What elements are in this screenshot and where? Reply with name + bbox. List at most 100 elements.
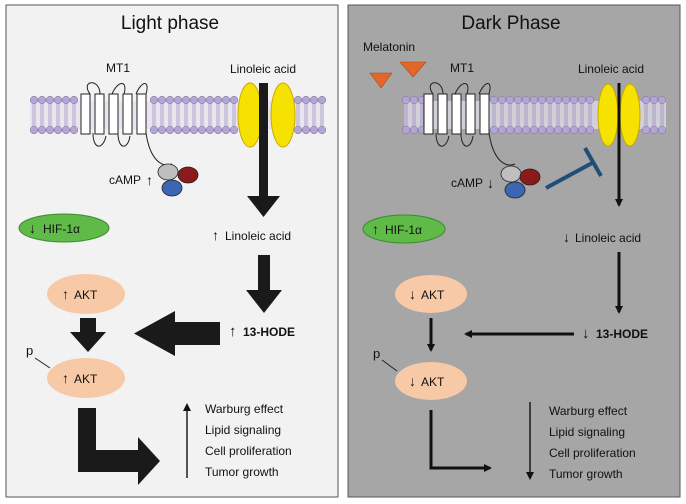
lipid-head bbox=[561, 125, 571, 135]
lipid-head bbox=[197, 95, 207, 105]
lipid-tail bbox=[72, 104, 76, 126]
light-hif-oval bbox=[18, 213, 110, 243]
lipid-tail bbox=[224, 104, 228, 126]
dark-transporter-icon bbox=[597, 83, 641, 147]
dark-effect-item: Lipid signaling bbox=[549, 425, 625, 439]
light-linoleic-to-hode-arrow bbox=[246, 255, 282, 313]
lipid-tail bbox=[572, 104, 576, 126]
light-akt-arrow: ↑ bbox=[62, 286, 69, 302]
lipid-head bbox=[149, 125, 159, 135]
lipid-head bbox=[37, 95, 47, 105]
lipid-head bbox=[157, 95, 167, 105]
lipid-head bbox=[569, 95, 579, 105]
lipid-head bbox=[221, 125, 231, 135]
light-pakt-label: AKT bbox=[74, 372, 98, 386]
dark-effect-item: Warburg effect bbox=[549, 404, 628, 418]
lipid-head bbox=[641, 95, 651, 105]
lipid-head bbox=[173, 125, 183, 135]
light-pakt-to-effects-arrow bbox=[78, 408, 160, 485]
dark-linoleic-arrow: ↓ bbox=[563, 229, 570, 245]
lipid-tail bbox=[564, 104, 568, 126]
light-hif-label: HIF-1α bbox=[43, 222, 80, 236]
light-phospho-label: p bbox=[26, 343, 33, 358]
dark-effect-item: Cell proliferation bbox=[549, 446, 636, 460]
lipid-tail bbox=[312, 104, 316, 126]
lipid-head bbox=[213, 95, 223, 105]
dark-akt-arrow: ↓ bbox=[409, 286, 416, 302]
lipid-head bbox=[657, 125, 667, 135]
lipid-bilayer-heads bbox=[29, 95, 327, 135]
lipid-head bbox=[545, 95, 555, 105]
lipid-head bbox=[649, 95, 659, 105]
lipid-head bbox=[213, 125, 223, 135]
light-akt-to-pakt-arrow bbox=[70, 318, 106, 352]
lipid-tail bbox=[580, 104, 584, 126]
lipid-head bbox=[69, 125, 79, 135]
lipid-tail bbox=[176, 104, 180, 126]
lipid-tail bbox=[192, 104, 196, 126]
dark-hif-arrow: ↑ bbox=[372, 221, 379, 237]
dark-panel-frame bbox=[347, 4, 681, 498]
lipid-tail bbox=[556, 104, 560, 126]
dark-hif-label: HIF-1α bbox=[385, 223, 422, 237]
lipid-tail bbox=[652, 104, 656, 126]
lipid-head bbox=[537, 125, 547, 135]
lipid-head bbox=[401, 125, 411, 135]
lipid-head bbox=[513, 125, 523, 135]
dark-pakt-to-effects-arrow bbox=[429, 410, 492, 472]
lipid-head bbox=[505, 95, 515, 105]
lipid-tail bbox=[56, 104, 60, 126]
lipid-tail bbox=[412, 104, 416, 126]
light-panel-title: Light phase bbox=[121, 13, 219, 34]
mt1-receptor-icon bbox=[80, 82, 173, 166]
lipid-head bbox=[569, 125, 579, 135]
light-linoleic-arrow: ↑ bbox=[212, 227, 219, 243]
light-camp-label: cAMP bbox=[109, 173, 141, 187]
lipid-head bbox=[657, 95, 667, 105]
lipid-tail bbox=[320, 104, 324, 126]
light-phospho-line bbox=[34, 357, 51, 369]
melatonin-label: Melatonin bbox=[363, 40, 415, 54]
dark-pakt-oval bbox=[395, 362, 467, 400]
light-camp-arrow: ↑ bbox=[146, 172, 153, 188]
dark-akt-oval bbox=[395, 275, 467, 313]
lipid-head bbox=[529, 95, 539, 105]
dark-hode-label: 13-HODE bbox=[596, 327, 648, 341]
lipid-tail bbox=[660, 104, 664, 126]
lipid-head bbox=[409, 95, 419, 105]
lipid-head bbox=[585, 125, 595, 135]
lipid-head bbox=[513, 95, 523, 105]
lipid-tail bbox=[420, 104, 424, 126]
lipid-head bbox=[173, 95, 183, 105]
lipid-head bbox=[37, 125, 47, 135]
dark-linoleic-top-label: Linoleic acid bbox=[578, 62, 644, 76]
light-transporter-icon bbox=[237, 82, 296, 148]
lipid-head bbox=[221, 95, 231, 105]
lipid-head bbox=[309, 125, 319, 135]
lipid-head bbox=[181, 95, 191, 105]
light-mt1-label: MT1 bbox=[106, 61, 130, 75]
lipid-head bbox=[229, 95, 239, 105]
lipid-head bbox=[649, 125, 659, 135]
lipid-tail bbox=[208, 104, 212, 126]
lipid-head bbox=[497, 125, 507, 135]
lipid-head bbox=[45, 125, 55, 135]
lipid-head bbox=[529, 125, 539, 135]
lipid-tail bbox=[152, 104, 156, 126]
lipid-bilayer-heads bbox=[401, 95, 667, 135]
lipid-head bbox=[301, 125, 311, 135]
light-effect-item: Cell proliferation bbox=[205, 444, 292, 458]
lipid-head bbox=[489, 125, 499, 135]
light-effect-item: Tumor growth bbox=[205, 465, 279, 479]
light-hode-to-akt-arrow bbox=[134, 311, 220, 356]
light-hode-arrow: ↑ bbox=[229, 323, 237, 340]
lipid-head bbox=[197, 125, 207, 135]
lipid-head bbox=[561, 95, 571, 105]
lipid-head bbox=[505, 125, 515, 135]
lipid-tail bbox=[48, 104, 52, 126]
lipid-tail bbox=[232, 104, 236, 126]
lipid-head bbox=[181, 125, 191, 135]
lipid-head bbox=[29, 95, 39, 105]
